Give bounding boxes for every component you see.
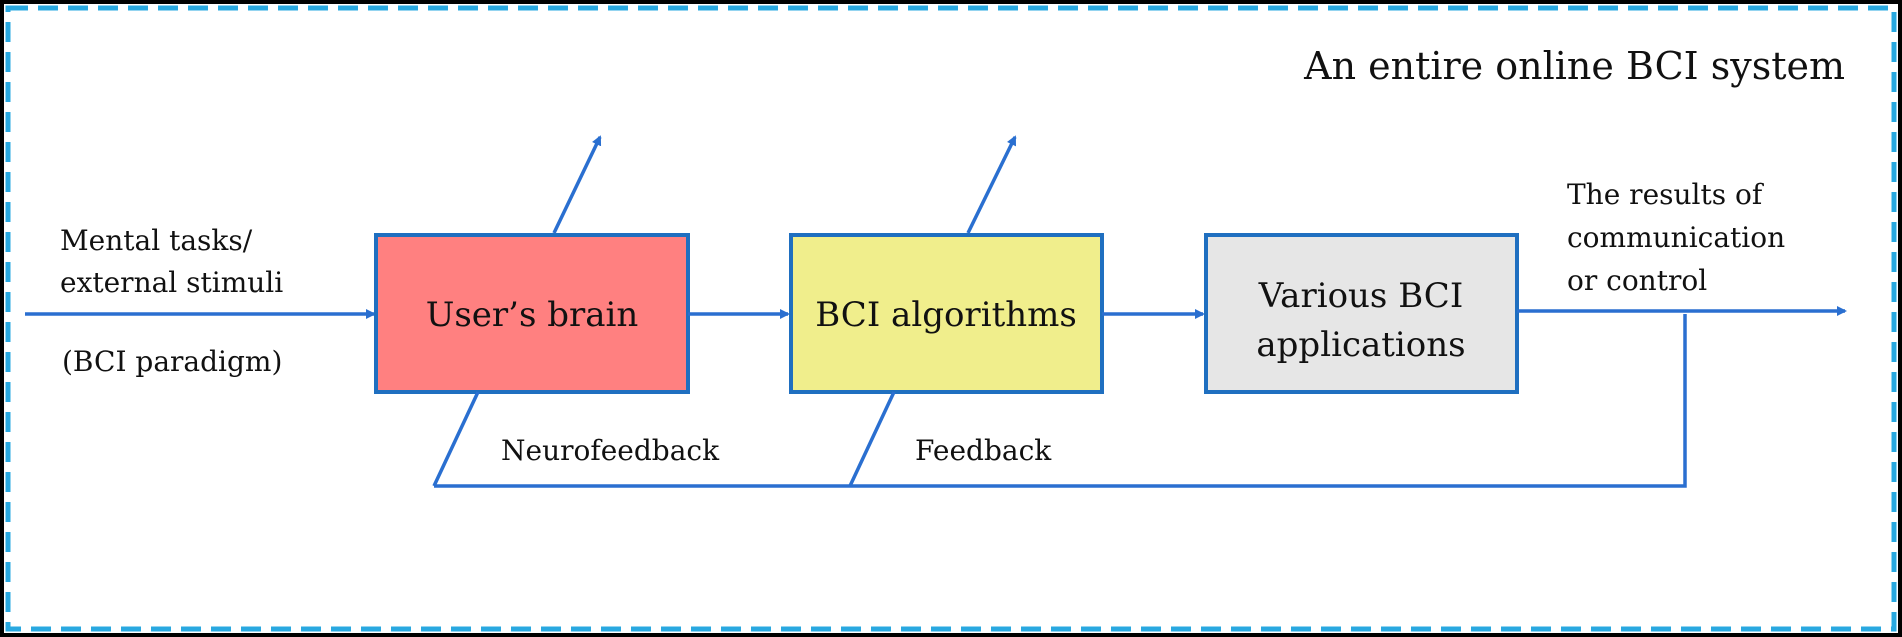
diagram-title: An entire online BCI system bbox=[1303, 44, 1845, 88]
bci-algorithms-label: BCI algorithms bbox=[815, 295, 1077, 335]
users-brain-label: User’s brain bbox=[426, 295, 639, 335]
output-label-line1: The results of bbox=[1567, 178, 1765, 211]
input-label-line2: external stimuli bbox=[60, 266, 283, 299]
users-brain-box bbox=[374, 233, 690, 394]
neurofeedback-diagonal bbox=[432, 391, 480, 487]
bci-applications-box bbox=[1204, 233, 1519, 394]
bci-applications-label-line2: applications bbox=[1256, 325, 1465, 365]
brain-adaptation-arrow bbox=[552, 135, 602, 234]
feedback-label: Feedback bbox=[915, 434, 1052, 467]
paradigm-label: (BCI paradigm) bbox=[62, 345, 282, 378]
bci-algorithms-box bbox=[789, 233, 1104, 394]
bci-applications-label-line1: Various BCI bbox=[1258, 276, 1464, 316]
feedback-diagonal bbox=[848, 391, 896, 487]
output-label-line2: communication bbox=[1567, 221, 1785, 254]
system-boundary bbox=[5, 5, 1897, 632]
neurofeedback-label: Neurofeedback bbox=[501, 434, 720, 467]
input-label-line1: Mental tasks/ bbox=[60, 224, 253, 257]
output-label-line3: or control bbox=[1567, 264, 1707, 297]
algorithm-adaptation-arrow bbox=[966, 135, 1017, 234]
